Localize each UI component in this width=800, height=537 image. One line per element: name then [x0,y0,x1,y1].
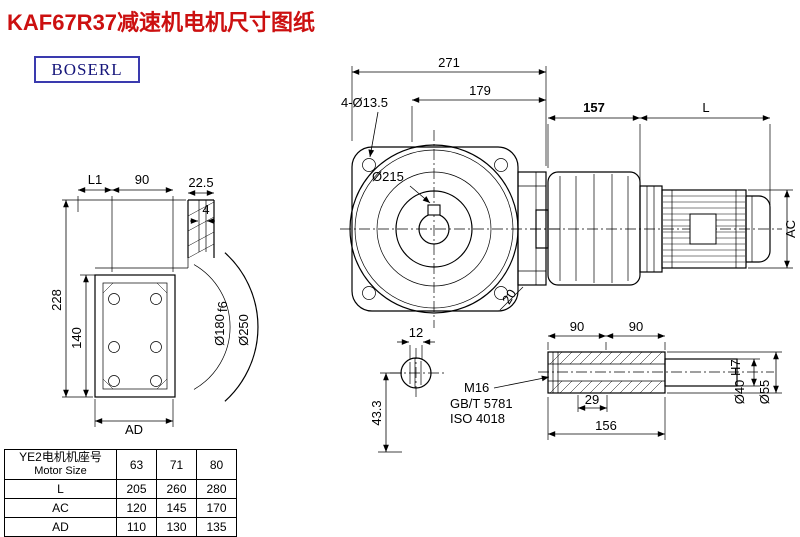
row-label-AD: AD [4,517,117,537]
left-view-dimensions: L1 90 22.5 4 228 140 AD Ø180 f6 Ø250 [49,172,251,437]
cell-AC-63: 120 [116,498,157,518]
dim-L: L [702,100,709,115]
front-flange-view [340,130,562,328]
size-col-71: 71 [156,449,197,480]
row-label-AC: AC [4,498,117,518]
dim-22-5: 22.5 [188,175,213,190]
cell-AC-71: 145 [156,498,197,518]
dim-157: 157 [583,100,605,115]
dim-bore-dia: Ø40 [732,380,747,405]
dim-L1: L1 [88,172,102,187]
motor-size-table: YE2电机机座号 Motor Size 63 71 80 L 205 260 2… [4,449,237,537]
dim-228: 228 [49,289,64,311]
cell-AD-71: 130 [156,517,197,537]
left-view [94,199,259,402]
cell-L-63: 205 [116,479,157,499]
shaft-end-dimensions: 12 43.3 [369,325,435,453]
dim-hub-dia: Ø180 [212,314,227,346]
table-row-L: L 205 260 280 [4,479,237,499]
dim-flange-od: Ø250 [236,314,251,346]
dim-shaft-od: Ø55 [757,380,772,405]
boserl-logo: BOSERL [34,56,140,83]
dim-20: 20 [499,287,519,307]
table-header-en: Motor Size [34,465,87,478]
page-title: KAF67R37减速机电机尺寸图纸 [7,10,316,35]
table-header-cell: YE2电机机座号 Motor Size [4,449,117,480]
dim-43-3: 43.3 [369,400,384,425]
side-view-dimensions: 157 L AC [547,100,798,269]
side-motor-view [530,171,782,286]
dim-179: 179 [469,83,491,98]
dim-AD: AD [125,422,143,437]
dim-flange-dia: Ø215 [372,169,404,184]
dim-AC: AC [783,220,798,238]
dim-bore-tol: H7 [728,359,743,376]
dim-90-top: 90 [135,172,149,187]
table-header-cn: YE2电机机座号 [19,450,102,465]
dim-90-a: 90 [570,319,584,334]
size-col-80: 80 [196,449,237,480]
cell-AD-80: 135 [196,517,237,537]
table-row-AD: AD 110 130 135 [4,517,237,537]
size-col-63: 63 [116,449,157,480]
dim-12: 12 [409,325,423,340]
dim-271: 271 [438,55,460,70]
cell-AC-80: 170 [196,498,237,518]
row-label-L: L [4,479,117,499]
dim-140: 140 [69,327,84,349]
standard-iso: ISO 4018 [450,411,505,426]
dim-156: 156 [595,418,617,433]
table-row-AC: AC 120 145 170 [4,498,237,518]
dim-hub-tol: f6 [215,301,230,312]
dim-90-b: 90 [629,319,643,334]
standard-gbt: GB/T 5781 [450,396,513,411]
shaft-detail-dimensions: 90 90 M16 GB/T 5781 ISO 4018 29 156 Ø40 … [450,319,782,440]
dim-thread-m16: M16 [464,380,489,395]
cell-L-71: 260 [156,479,197,499]
shaft-end-view [390,348,444,400]
dim-29: 29 [585,392,599,407]
cell-AD-63: 110 [116,517,157,537]
dim-bolt-holes: 4-Ø13.5 [341,95,388,110]
cell-L-80: 280 [196,479,237,499]
dim-4: 4 [202,202,209,217]
front-view-dimensions: 271 179 4-Ø13.5 Ø215 20 [341,55,547,311]
shaft-detail-view [538,351,774,394]
